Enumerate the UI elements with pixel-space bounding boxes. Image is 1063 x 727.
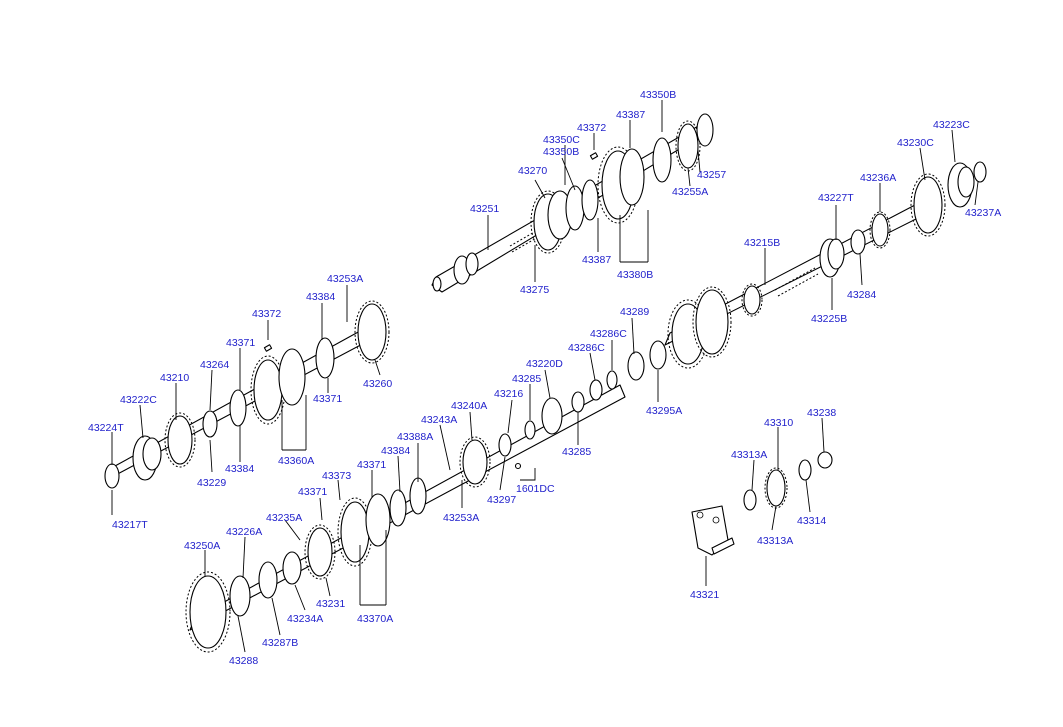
label-43235A: 43235A bbox=[266, 512, 302, 524]
label-43286C-a: 43286C bbox=[590, 328, 627, 340]
label-43250A: 43250A bbox=[184, 540, 220, 552]
label-43236A: 43236A bbox=[860, 172, 896, 184]
label-43371-b: 43371 bbox=[313, 393, 342, 405]
label-43253A-bot: 43253A bbox=[443, 512, 479, 524]
label-43388A: 43388A bbox=[397, 431, 433, 443]
reverse-shaft-assembly bbox=[185, 340, 667, 653]
label-43384-low: 43384 bbox=[381, 445, 410, 457]
label-43373: 43373 bbox=[322, 470, 351, 482]
label-43350B-mid: 43350B bbox=[543, 146, 579, 158]
label-43240A: 43240A bbox=[451, 400, 487, 412]
label-43289: 43289 bbox=[620, 306, 649, 318]
label-43227T: 43227T bbox=[818, 192, 854, 204]
label-43288: 43288 bbox=[229, 655, 258, 667]
label-43297: 43297 bbox=[487, 494, 516, 506]
label-43237A: 43237A bbox=[965, 207, 1001, 219]
label-43314: 43314 bbox=[797, 515, 826, 527]
label-43284: 43284 bbox=[847, 289, 876, 301]
leader-lines bbox=[111, 100, 979, 653]
label-43234A: 43234A bbox=[287, 613, 323, 625]
label-43372-left: 43372 bbox=[252, 308, 281, 320]
label-43251: 43251 bbox=[470, 203, 499, 215]
label-43222C: 43222C bbox=[120, 394, 157, 406]
label-43275: 43275 bbox=[520, 284, 549, 296]
label-43380B: 43380B bbox=[617, 269, 653, 281]
input-shaft-assembly bbox=[104, 300, 390, 489]
label-43216: 43216 bbox=[494, 388, 523, 400]
label-43372-top: 43372 bbox=[577, 122, 606, 134]
label-43223C: 43223C bbox=[933, 119, 970, 131]
label-43313A-bot: 43313A bbox=[757, 535, 793, 547]
label-43384-mid: 43384 bbox=[225, 463, 254, 475]
label-43231: 43231 bbox=[316, 598, 345, 610]
label-43270: 43270 bbox=[518, 165, 547, 177]
label-43360A: 43360A bbox=[278, 455, 314, 467]
label-43224T: 43224T bbox=[88, 422, 124, 434]
counter-shaft-assembly bbox=[664, 161, 987, 369]
label-43243A: 43243A bbox=[421, 414, 457, 426]
label-43313A-top: 43313A bbox=[731, 449, 767, 461]
label-43285-b: 43285 bbox=[562, 446, 591, 458]
label-43310: 43310 bbox=[764, 417, 793, 429]
label-43295A: 43295A bbox=[646, 405, 682, 417]
output-shaft-assembly bbox=[431, 113, 714, 293]
label-43264: 43264 bbox=[200, 359, 229, 371]
label-43226A: 43226A bbox=[226, 526, 262, 538]
label-43321: 43321 bbox=[690, 589, 719, 601]
label-43286C-b: 43286C bbox=[568, 342, 605, 354]
label-1601DC: 1601DC bbox=[516, 483, 555, 495]
label-43384-top: 43384 bbox=[306, 291, 335, 303]
label-43255A: 43255A bbox=[672, 186, 708, 198]
label-43287B: 43287B bbox=[262, 637, 298, 649]
label-43253A-top: 43253A bbox=[327, 273, 363, 285]
label-43257: 43257 bbox=[697, 169, 726, 181]
label-43210: 43210 bbox=[160, 372, 189, 384]
label-43370A: 43370A bbox=[357, 613, 393, 625]
label-43230C: 43230C bbox=[897, 137, 934, 149]
part-labels: 43350B 43387 43372 43350C 43350B 43270 4… bbox=[88, 89, 1001, 667]
label-43371-c: 43371 bbox=[357, 459, 386, 471]
label-43387-bot: 43387 bbox=[582, 254, 611, 266]
label-43285-a: 43285 bbox=[512, 373, 541, 385]
label-43260: 43260 bbox=[363, 378, 392, 390]
label-43371-d: 43371 bbox=[298, 486, 327, 498]
label-43217T: 43217T bbox=[112, 519, 148, 531]
label-43350C: 43350C bbox=[543, 134, 580, 146]
label-43371-a: 43371 bbox=[226, 337, 255, 349]
label-43350B-top: 43350B bbox=[640, 89, 676, 101]
label-43220D: 43220D bbox=[526, 358, 563, 370]
label-43387-top: 43387 bbox=[616, 109, 645, 121]
label-43229: 43229 bbox=[197, 477, 226, 489]
label-43238: 43238 bbox=[807, 407, 836, 419]
speedometer-gear-assembly bbox=[691, 451, 833, 556]
label-43225B: 43225B bbox=[811, 313, 847, 325]
label-43215B: 43215B bbox=[744, 237, 780, 249]
